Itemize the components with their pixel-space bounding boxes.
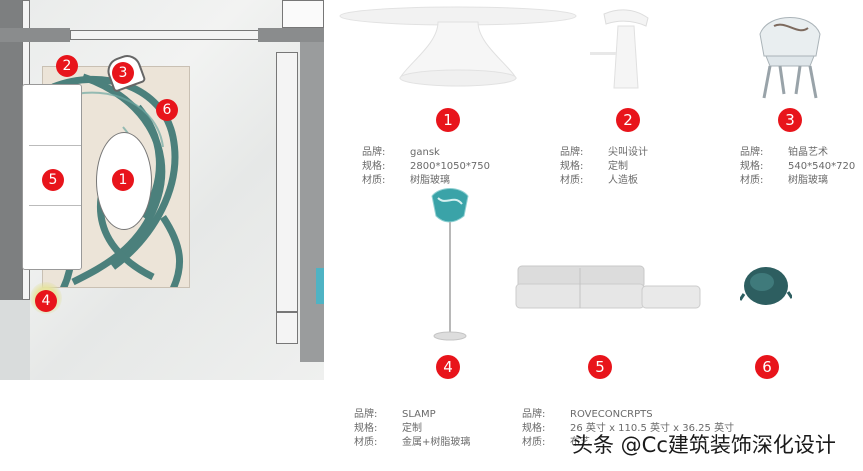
item-number-badge: 5 [588,355,612,379]
plan-marker-4: 4 [35,290,57,312]
product-image-table [339,6,577,87]
item-5-specs: 品牌:ROVECONCRPTS 规格:26 英寸 x 110.5 英寸 x 36… [522,408,734,450]
left-wall [0,0,22,380]
oval-table-plan [96,132,152,230]
item-3-specs: 品牌:铂晶艺术 规格:540*540*720 材质:树脂玻璃 [740,146,855,188]
item-2-specs: 品牌:尖叫设计 规格:定制 材质:人造板 [560,146,648,188]
spec-row-brand: 品牌:铂晶艺术 [740,147,828,158]
spec-row-brand: 品牌:ROVECONCRPTS [522,409,653,420]
right-cabinet [276,52,298,312]
spec-row-material: 材质:树脂玻璃 [362,175,450,186]
spec-row-material: 材质:人造板 [560,175,638,186]
spec-row-material: 材质:金属+树脂玻璃 [354,437,471,448]
top-right-room [282,0,324,28]
plan-marker-1: 1 [112,169,134,191]
item-number-badge: 6 [755,355,779,379]
right-cabinet-low [276,312,298,344]
watermark-text: 头条 @Cc建筑装饰深化设计 [572,433,836,457]
product-image-sofa [515,265,701,309]
spec-row-brand: 品牌:gansk [362,147,440,158]
product-image-stool [590,9,649,89]
item-4-specs: 品牌:SLAMP 规格:定制 材质:金属+树脂玻璃 [354,408,470,450]
item-1-specs: 品牌:gansk 规格:2800*1050*750 材质:树脂玻璃 [362,146,490,188]
top-wall-right [258,28,324,42]
floor-plan: 2 3 6 1 5 4 [0,0,324,380]
plan-marker-5: 5 [42,169,64,191]
plan-marker-2: 2 [56,55,78,77]
spec-row-size: 规格:定制 [560,161,628,172]
aquarium-window [316,268,324,304]
right-wall [300,42,324,362]
spec-row-material: 材质:布艺 [522,437,590,448]
spec-row-brand: 品牌:尖叫设计 [560,147,648,158]
product-image-cushion [740,267,792,305]
plan-marker-3: 3 [112,62,134,84]
item-number-badge: 3 [778,108,802,132]
spec-row-size: 规格:540*540*720 [740,161,856,172]
spec-row-size: 规格:2800*1050*750 [362,161,490,172]
spec-row-brand: 品牌:SLAMP [354,409,436,420]
product-image-floor-lamp [431,188,469,341]
plan-marker-6: 6 [156,99,178,121]
top-wall-left [0,28,70,42]
floor-lower-left [0,300,30,380]
product-image-chair [759,17,821,99]
item-number-badge: 4 [436,355,460,379]
spec-row-material: 材质:树脂玻璃 [740,175,828,186]
spec-row-size: 规格:26 英寸 x 110.5 英寸 x 36.25 英寸 [522,423,735,434]
item-number-badge: 2 [616,108,640,132]
window-top [70,30,260,40]
item-number-badge: 1 [436,108,460,132]
spec-row-size: 规格:定制 [354,423,422,434]
